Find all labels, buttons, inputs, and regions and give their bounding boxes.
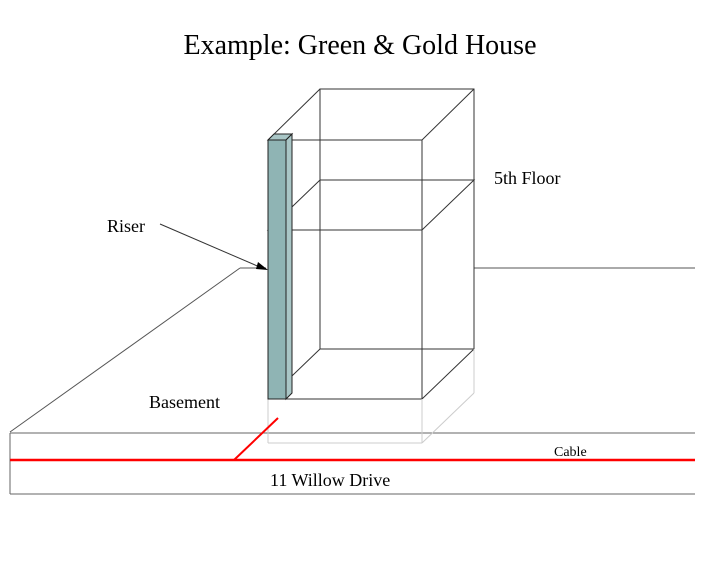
street-label: 11 Willow Drive: [270, 470, 390, 490]
diagram-title: Example: Green & Gold House: [183, 30, 536, 61]
fifth-floor-plane: [266, 179, 476, 231]
fifth-floor-label: 5th Floor: [494, 168, 561, 188]
riser-label: Riser: [107, 216, 145, 236]
house-edge-top-left: [267, 88, 321, 141]
cable-branch-line: [233, 417, 279, 461]
riser-pointer-arrowhead: [256, 262, 268, 270]
basement-label: Basement: [149, 392, 220, 412]
riser-side-face: [285, 132, 293, 401]
riser-front-face: [267, 139, 287, 400]
house-edge-top-right: [421, 88, 475, 141]
cable-label: Cable: [554, 445, 587, 460]
riser-pointer-line: [159, 223, 263, 269]
ground-perspective-line: [9, 267, 241, 433]
house-back-face: [319, 88, 475, 350]
basement-faint-diag: [421, 392, 475, 444]
house-edge-bottom-right: [421, 348, 475, 400]
